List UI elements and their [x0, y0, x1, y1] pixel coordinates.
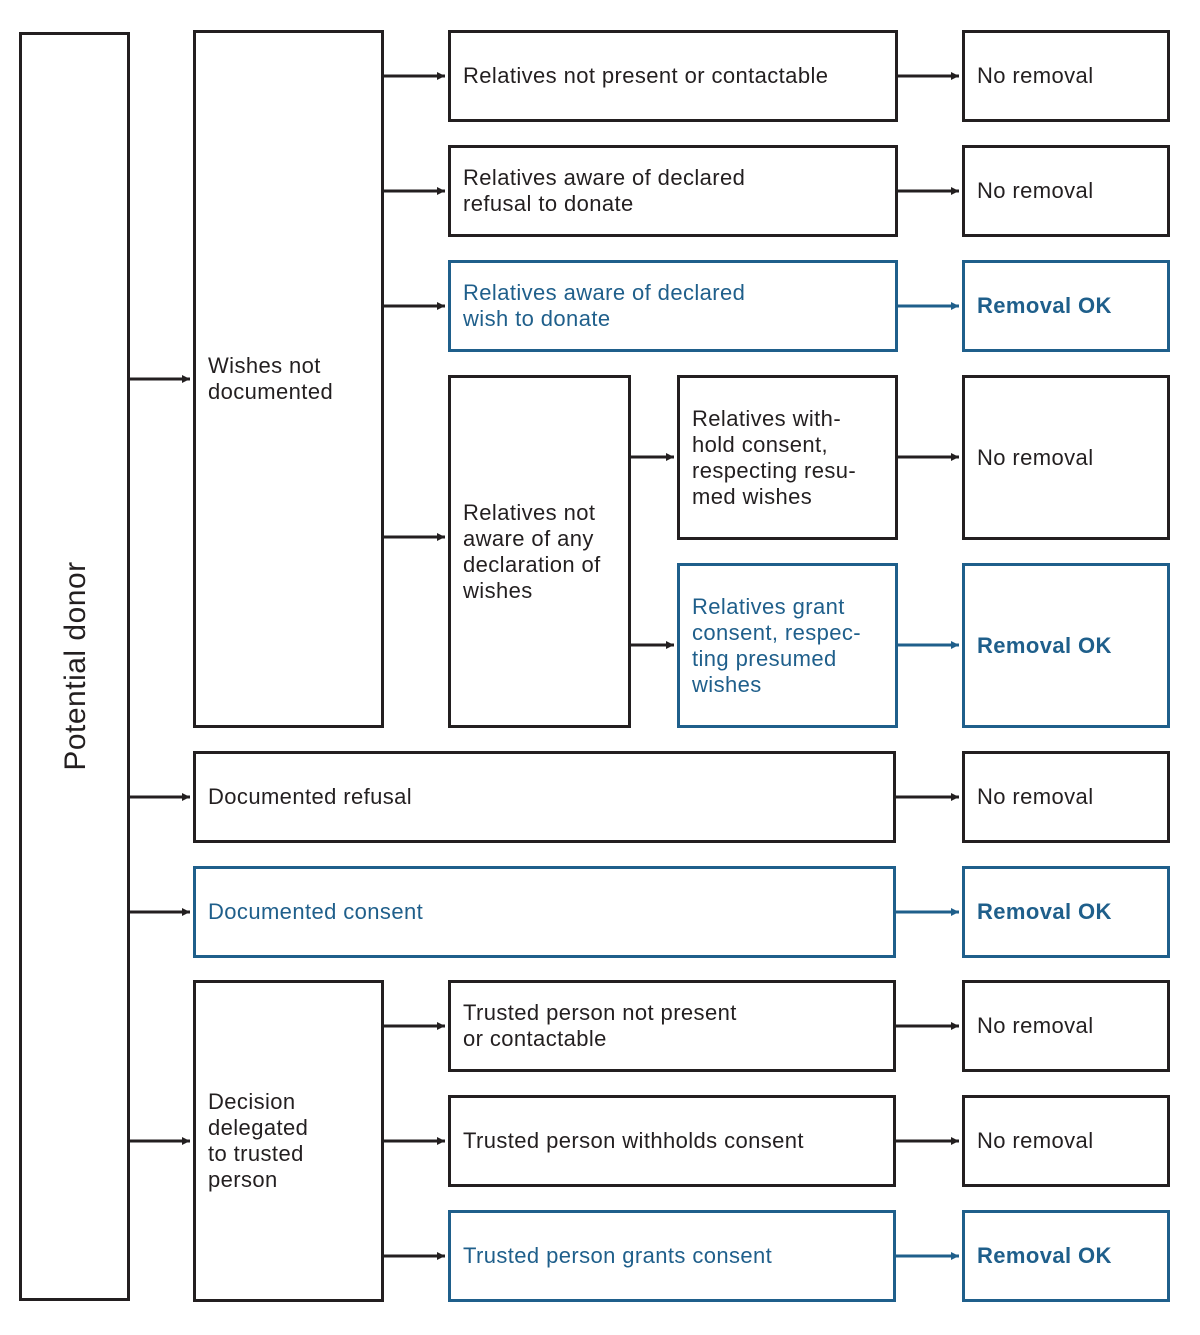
outcome-no-removal-6: No removal — [962, 1095, 1170, 1187]
relatives-grant-box: Relatives grant consent, respec- ting pr… — [677, 563, 898, 728]
outcome-no-removal-5: No removal — [962, 980, 1170, 1072]
outcome-label: No removal — [977, 178, 1094, 203]
outcome-label: No removal — [977, 63, 1094, 88]
outcome-label: Removal OK — [977, 899, 1112, 924]
relatives-aware-refusal-box: Relatives aware of declared refusal to d… — [448, 145, 898, 237]
trusted-grants-box: Trusted person grants consent — [448, 1210, 896, 1302]
outcome-label: No removal — [977, 444, 1094, 470]
outcome-label: No removal — [977, 1013, 1094, 1038]
outcome-removal-ok-1: Removal OK — [962, 260, 1170, 352]
relatives-not-aware-box: Relatives not aware of any declaration o… — [448, 375, 631, 728]
trusted-grants-label: Trusted person grants consent — [463, 1243, 773, 1268]
relatives-aware-wish-label: Relatives aware of declared wish to dona… — [463, 280, 746, 331]
documented-refusal-box: Documented refusal — [193, 751, 896, 843]
outcome-label: No removal — [977, 1128, 1094, 1153]
outcome-removal-ok-4: Removal OK — [962, 1210, 1170, 1302]
outcome-removal-ok-3: Removal OK — [962, 866, 1170, 958]
relatives-not-present-box: Relatives not present or contactable — [448, 30, 898, 122]
wishes-not-documented-label: Wishes not documented — [208, 353, 334, 404]
outcome-no-removal-2: No removal — [962, 145, 1170, 237]
outcome-label: Removal OK — [977, 632, 1112, 658]
trusted-not-present-label: Trusted person not present or contactabl… — [463, 1000, 737, 1051]
outcome-no-removal-1: No removal — [962, 30, 1170, 122]
documented-consent-box: Documented consent — [193, 866, 896, 958]
decision-delegated-label: Decision delegated to trusted person — [208, 1089, 309, 1192]
trusted-not-present-box: Trusted person not present or contactabl… — [448, 980, 896, 1072]
relatives-withhold-label: Relatives with- hold consent, respecting… — [692, 405, 857, 509]
relatives-aware-wish-box: Relatives aware of declared wish to dona… — [448, 260, 898, 352]
relatives-withhold-box: Relatives with- hold consent, respecting… — [677, 375, 898, 540]
trusted-withholds-label: Trusted person withholds consent — [463, 1128, 804, 1153]
trusted-withholds-box: Trusted person withholds consent — [448, 1095, 896, 1187]
wishes-not-documented-box: Wishes not documented — [193, 30, 384, 728]
outcome-label: No removal — [977, 784, 1094, 809]
documented-refusal-label: Documented refusal — [208, 784, 413, 809]
potential-donor-box — [19, 32, 130, 1301]
relatives-not-present-label: Relatives not present or contactable — [463, 63, 829, 88]
outcome-no-removal-4: No removal — [962, 751, 1170, 843]
relatives-grant-label: Relatives grant consent, respec- ting pr… — [692, 593, 862, 697]
outcome-label: Removal OK — [977, 1243, 1112, 1268]
outcome-label: Removal OK — [977, 293, 1112, 318]
relatives-not-aware-label: Relatives not aware of any declaration o… — [463, 499, 601, 603]
relatives-aware-refusal-label: Relatives aware of declared refusal to d… — [463, 165, 746, 216]
decision-delegated-box: Decision delegated to trusted person — [193, 980, 384, 1302]
outcome-removal-ok-2: Removal OK — [962, 563, 1170, 728]
outcome-no-removal-3: No removal — [962, 375, 1170, 540]
documented-consent-label: Documented consent — [208, 899, 424, 924]
